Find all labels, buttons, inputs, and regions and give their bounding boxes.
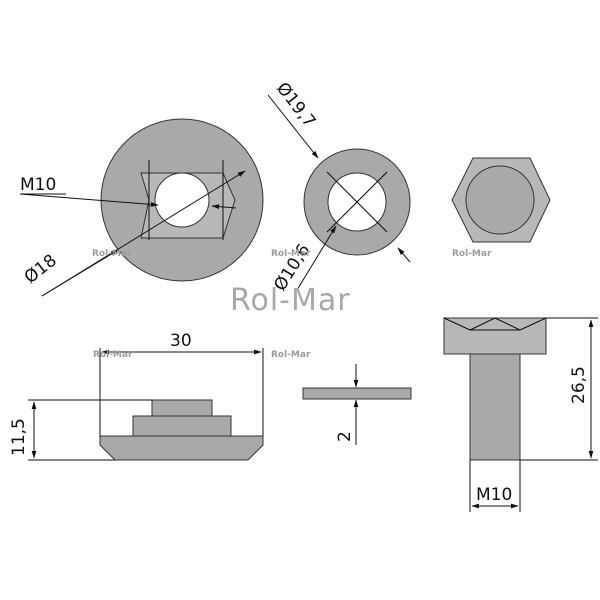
tnut-middle-step xyxy=(132,415,232,437)
bolt-top-view: Rol-Mar xyxy=(451,157,551,259)
washer-outer-diameter-label: Ø19,7 xyxy=(272,79,319,132)
watermark-2: Rol-Mar xyxy=(271,249,311,259)
bolt-head-side xyxy=(443,317,547,355)
washer-thickness-label: 2 xyxy=(335,431,355,442)
tnut-base xyxy=(99,435,264,461)
brand-logo: Rol-Mar xyxy=(230,283,351,318)
bolt-shank-side xyxy=(469,353,521,461)
thread-label: M10 xyxy=(20,175,56,195)
watermark-5: Rol-Mar xyxy=(271,350,311,360)
bolt-height-label: 26,5 xyxy=(569,366,589,404)
watermark-1: Rol-Mar xyxy=(92,249,132,259)
nut-width-label: 30 xyxy=(170,331,192,351)
washer-top-view: Ø19,7 Ø10,6 Rol-Mar xyxy=(267,79,411,295)
tnut-thread-hole xyxy=(154,172,210,228)
tnut-top-view: M10 Ø18 Rol-Mar xyxy=(19,118,264,297)
washer-side-view: 2 xyxy=(302,364,412,445)
bolt-shank-circle xyxy=(465,165,535,235)
d197-leader xyxy=(267,94,319,159)
bolt-side-view: 26,5 M10 xyxy=(443,317,598,512)
outer-diameter-label: Ø18 xyxy=(21,251,61,288)
m10-leader xyxy=(19,193,159,207)
tnut-side-view: 30 11,5 Rol-Mar Rol-Mar xyxy=(9,331,311,461)
bolt-thread-label: M10 xyxy=(476,485,512,505)
watermark-3: Rol-Mar xyxy=(452,249,492,259)
d106-leader xyxy=(296,225,337,291)
watermark-4: Rol-Mar xyxy=(93,350,133,360)
nut-height-label: 11,5 xyxy=(9,418,29,456)
washer-profile xyxy=(302,387,412,400)
tnut-top-step xyxy=(151,399,213,417)
